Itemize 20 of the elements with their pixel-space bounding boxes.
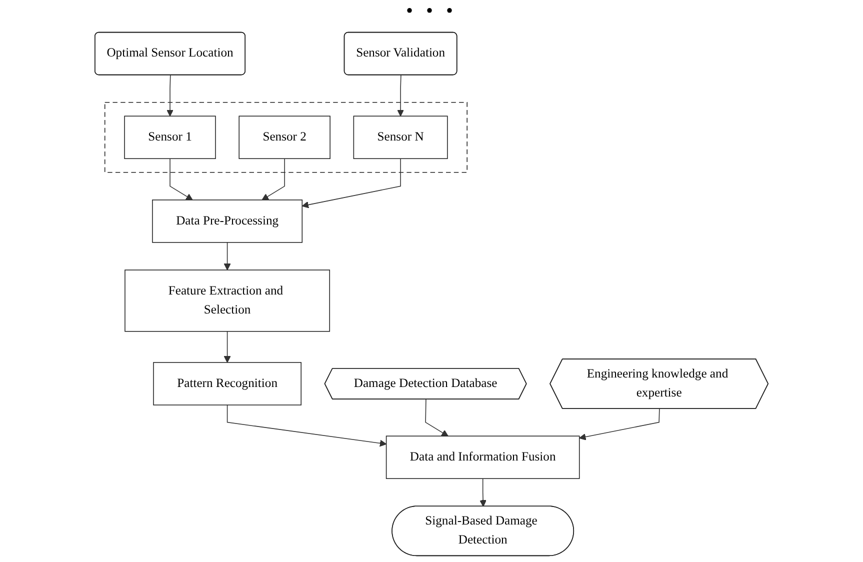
arrow bbox=[262, 158, 285, 200]
arrow bbox=[170, 158, 193, 200]
arrow bbox=[397, 74, 404, 116]
arrow bbox=[166, 74, 174, 116]
node-box: Sensor 2 bbox=[238, 116, 330, 160]
node-box: Sensor 1 bbox=[124, 116, 216, 160]
arrow bbox=[224, 331, 231, 363]
cluster bbox=[104, 102, 468, 173]
ellipsis-mark: • • • bbox=[406, 0, 457, 22]
node-box: Feature Extraction and Selection bbox=[124, 270, 330, 332]
arrow bbox=[302, 158, 401, 208]
node-box: Sensor N bbox=[353, 116, 448, 160]
arrow bbox=[224, 242, 231, 270]
node-box: Data and Information Fusion bbox=[386, 436, 580, 479]
arrow bbox=[480, 478, 487, 507]
arrow bbox=[425, 399, 448, 436]
node-box: Data Pre-Processing bbox=[152, 200, 303, 243]
arrow bbox=[579, 408, 660, 440]
arrow bbox=[226, 404, 387, 447]
node-box: Pattern Recognition bbox=[153, 362, 302, 406]
